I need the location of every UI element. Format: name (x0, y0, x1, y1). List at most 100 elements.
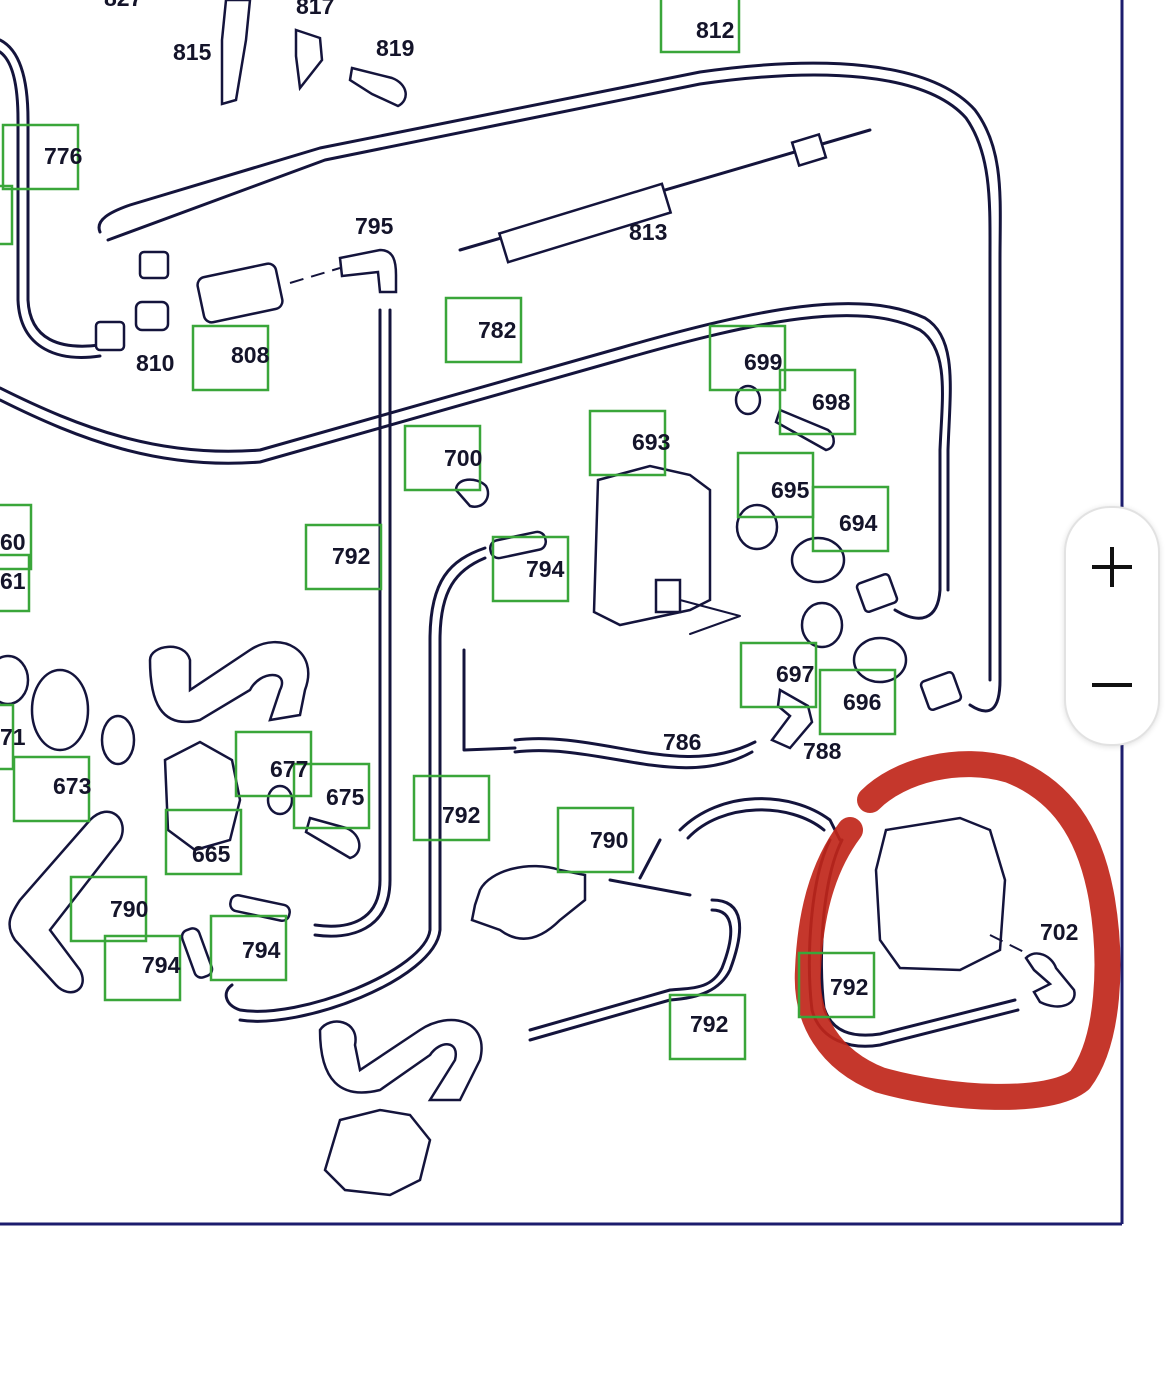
hotspot-661[interactable] (0, 553, 31, 613)
damper-808 (196, 262, 284, 324)
return-line-loop-inner (0, 302, 952, 592)
label-786: 786 (663, 729, 701, 755)
pump-702 (874, 816, 1007, 972)
label-699: 699 (744, 349, 782, 375)
hotspot-698[interactable] (778, 368, 857, 436)
label-794-a: 794 (526, 556, 565, 582)
label-694: 694 (839, 510, 878, 536)
label-697: 697 (776, 661, 814, 687)
hotspot-699[interactable] (708, 324, 787, 392)
clamp-700 (454, 478, 490, 508)
hotspot-665[interactable] (164, 808, 243, 876)
dash-808-795 (289, 267, 341, 284)
label-810: 810 (136, 350, 174, 376)
label-794-c: 794 (242, 937, 281, 963)
label-673: 673 (53, 773, 91, 799)
hotspot-695[interactable] (736, 451, 815, 519)
hose-790-center (608, 838, 692, 897)
label-817: 817 (296, 0, 334, 19)
hotspot-660[interactable] (0, 503, 33, 571)
hotspot-boxes (0, 0, 897, 1061)
hotspot-696[interactable] (818, 668, 897, 736)
label-788: 788 (803, 738, 842, 764)
part-labels: 827 817 812 815 819 776 795 813 810 808 … (0, 0, 1078, 1037)
hotspot-790-a[interactable] (556, 806, 635, 874)
label-695: 695 (771, 477, 810, 503)
hotspot-700[interactable] (403, 424, 482, 492)
zoom-control (1064, 506, 1160, 746)
plus-icon (1092, 547, 1132, 587)
hotspot-792-a[interactable] (304, 523, 383, 591)
label-698: 698 (812, 389, 851, 415)
hotspot-792-d[interactable] (668, 993, 747, 1061)
line-792-long (224, 546, 487, 1013)
zoom-in-button[interactable] (1066, 508, 1158, 626)
label-792-d: 792 (690, 1011, 728, 1037)
dash-702 (989, 934, 1031, 956)
hotspot-675[interactable] (292, 762, 371, 830)
hotspot-671[interactable] (0, 703, 15, 771)
nut-813 (790, 132, 828, 168)
hose-790-left (8, 810, 124, 994)
label-671: 71 (0, 724, 26, 750)
label-782: 782 (478, 317, 516, 343)
red-annotation-circle (794, 751, 1121, 1110)
label-702: 702 (1040, 919, 1078, 945)
hotspot-782[interactable] (444, 296, 523, 364)
left-fuel-line-inner (0, 50, 102, 359)
screw-698 (774, 408, 835, 452)
line-792-vertical (313, 308, 382, 928)
line-792-vertical-inner (313, 308, 392, 938)
return-line-loop (0, 314, 944, 620)
label-693: 693 (632, 429, 670, 455)
hotspot-693[interactable] (588, 409, 667, 477)
elbow-795 (338, 248, 398, 294)
hotspot-794-a[interactable] (491, 535, 570, 603)
label-675: 675 (326, 784, 365, 810)
bracket-815 (220, 0, 252, 106)
line-792-long-inner (238, 556, 487, 1023)
fitting-810 (134, 300, 170, 332)
fitting-nut-right (855, 572, 899, 614)
hotspot-808[interactable] (191, 324, 270, 392)
fitting-696 (852, 636, 908, 684)
hotspot-792-b[interactable] (412, 774, 491, 842)
hose-left-upper (148, 640, 310, 724)
minus-icon (1092, 683, 1132, 687)
ring-left (0, 654, 30, 706)
zoom-out-button[interactable] (1066, 626, 1158, 744)
hotspot-794-c[interactable] (209, 914, 288, 982)
hotspot-694[interactable] (811, 485, 890, 553)
hotspot-794-b[interactable] (103, 934, 182, 1002)
hose-792-center-inner (686, 808, 826, 840)
hotspot-776[interactable] (1, 123, 80, 191)
label-792-c: 792 (830, 974, 868, 1000)
hose-792-center (678, 797, 842, 842)
label-819: 819 (376, 35, 414, 61)
left-fuel-line (0, 38, 102, 348)
hose-794-small (229, 893, 291, 923)
pump-lower (323, 1108, 432, 1197)
dash-786 (462, 648, 517, 752)
gasket-small (100, 714, 136, 766)
seal-699 (734, 384, 762, 416)
label-665: 665 (192, 841, 231, 867)
gasket-673 (30, 668, 90, 752)
hotspot-792-c[interactable] (797, 951, 876, 1019)
regulator-port (654, 578, 682, 614)
bolt-675 (304, 816, 361, 860)
seal-677 (266, 784, 294, 816)
hotspot-673[interactable] (12, 755, 91, 823)
hotspot-697[interactable] (739, 641, 818, 709)
label-696: 696 (843, 689, 881, 715)
hotspot-left-edge[interactable] (0, 184, 14, 246)
label-815: 815 (173, 39, 212, 65)
hose-786 (513, 737, 757, 758)
hose-786-inner (513, 749, 754, 770)
hotspot-790-b[interactable] (69, 875, 148, 943)
hotspot-812[interactable] (659, 0, 741, 54)
label-812: 812 (696, 17, 734, 43)
hose-lower-center (318, 1018, 483, 1102)
seal-695 (735, 503, 779, 551)
